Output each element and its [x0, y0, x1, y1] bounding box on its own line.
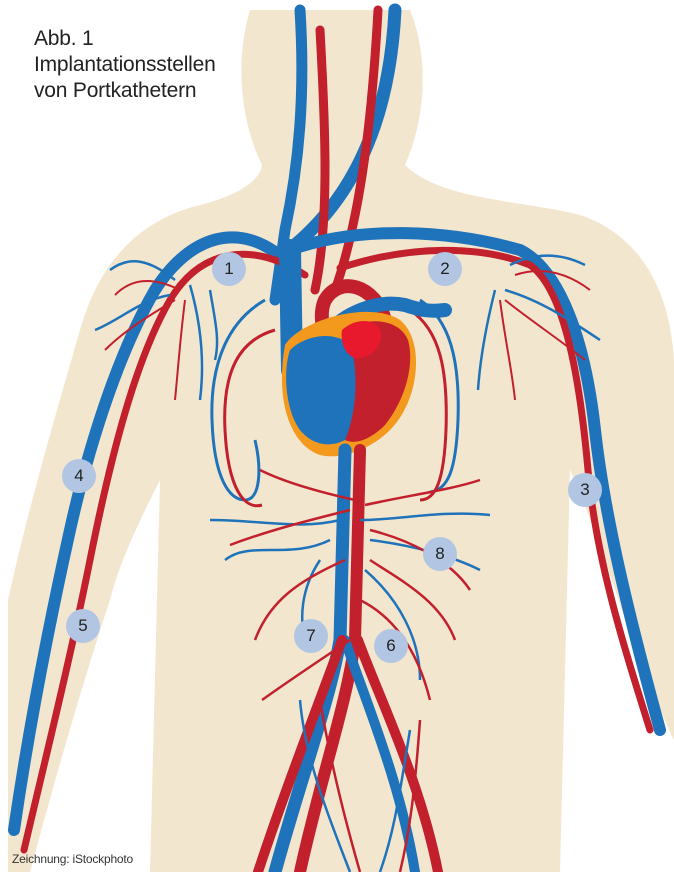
figure-title-line-2: von Portkathetern [34, 78, 216, 104]
marker-2: 2 [428, 252, 462, 286]
image-credit: Zeichnung: iStockphoto [12, 852, 133, 866]
marker-3: 3 [568, 473, 602, 507]
figure-title-line-1: Implantationsstellen [34, 52, 216, 78]
marker-4: 4 [62, 459, 96, 493]
marker-5: 5 [66, 609, 100, 643]
marker-7: 7 [294, 619, 328, 653]
marker-1: 1 [212, 252, 246, 286]
figure-number: Abb. 1 [34, 26, 216, 52]
marker-8: 8 [423, 537, 457, 571]
figure-caption: Abb. 1 Implantationsstellen von Portkath… [34, 26, 216, 104]
marker-6: 6 [374, 629, 408, 663]
